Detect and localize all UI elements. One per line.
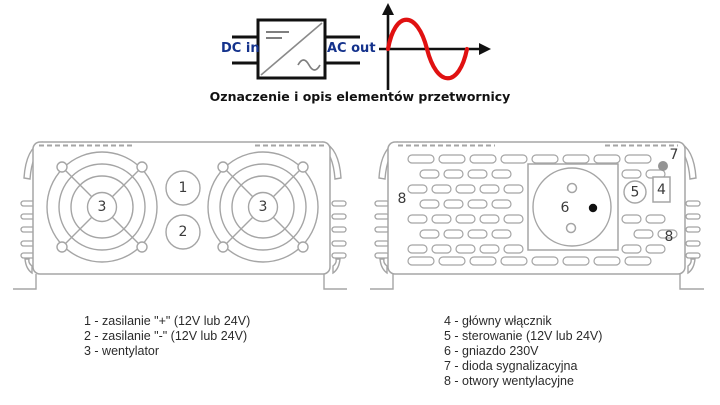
callout-control: 5 [631, 185, 640, 201]
callout-vents-right: 8 [665, 229, 674, 245]
diagram-caption: Oznaczenie i opis elementów przetwornicy [209, 89, 511, 104]
fan-right: 3 [207, 151, 319, 263]
legend-item: 6 - gniazdo 230V [444, 344, 539, 358]
sine-curve [385, 17, 470, 81]
ac-sine-symbol-icon [297, 59, 321, 71]
legend-item: 4 - główny włącznik [444, 314, 552, 328]
converter-symbol [232, 18, 360, 80]
led-indicator [658, 161, 668, 171]
socket-earth-pin [588, 203, 598, 213]
legend-item: 1 - zasilanie "+" (12V lub 24V) [84, 314, 251, 328]
callout-fan-left: 3 [98, 199, 107, 215]
callout-switch: 4 [657, 182, 666, 198]
feet [13, 274, 347, 290]
callout-power-minus: 2 [179, 224, 188, 240]
callout-led: 7 [670, 147, 679, 163]
legend-item: 2 - zasilanie "-" (12V lub 24V) [84, 329, 248, 343]
inverter-front-view: 3 3 1 2 [13, 141, 347, 290]
legend-back: 4 - główny włącznik 5 - sterowanie (12V … [444, 314, 602, 389]
callout-fan-right: 3 [259, 199, 268, 215]
dc-symbol-icon [266, 31, 289, 39]
socket-hole-bottom [565, 222, 577, 234]
sine-wave-plot [379, 3, 491, 90]
legend-item: 7 - dioda sygnalizacyjna [444, 359, 578, 373]
callout-power-plus: 1 [179, 180, 188, 196]
fan-left: 3 [46, 151, 158, 263]
legend-item: 8 - otwory wentylacyjne [444, 374, 574, 388]
socket-hole-top [566, 182, 578, 194]
converter-diagonal [260, 22, 323, 76]
legend-front: 1 - zasilanie "+" (12V lub 24V) 2 - zasi… [84, 314, 250, 359]
legend-item: 5 - sterowanie (12V lub 24V) [444, 329, 603, 343]
inverter-back-view: 6 5 4 7 8 8 [370, 141, 704, 290]
ac-out-label: AC out [327, 41, 376, 56]
callout-vents-left: 8 [398, 191, 407, 207]
callout-socket: 6 [561, 200, 570, 216]
socket-230v: 6 [527, 163, 619, 251]
ac-wires [325, 35, 360, 65]
feet [370, 274, 704, 290]
dc-in-label: DC in [221, 41, 260, 56]
front-body [32, 141, 331, 275]
plot-axes [379, 3, 491, 90]
dc-wires [232, 35, 258, 65]
control-port: 5 [623, 180, 647, 204]
legend-item: 3 - wentylator [84, 344, 160, 358]
terminal-power-plus: 1 [165, 170, 201, 206]
main-switch: 4 [652, 176, 671, 203]
terminal-power-minus: 2 [165, 214, 201, 250]
